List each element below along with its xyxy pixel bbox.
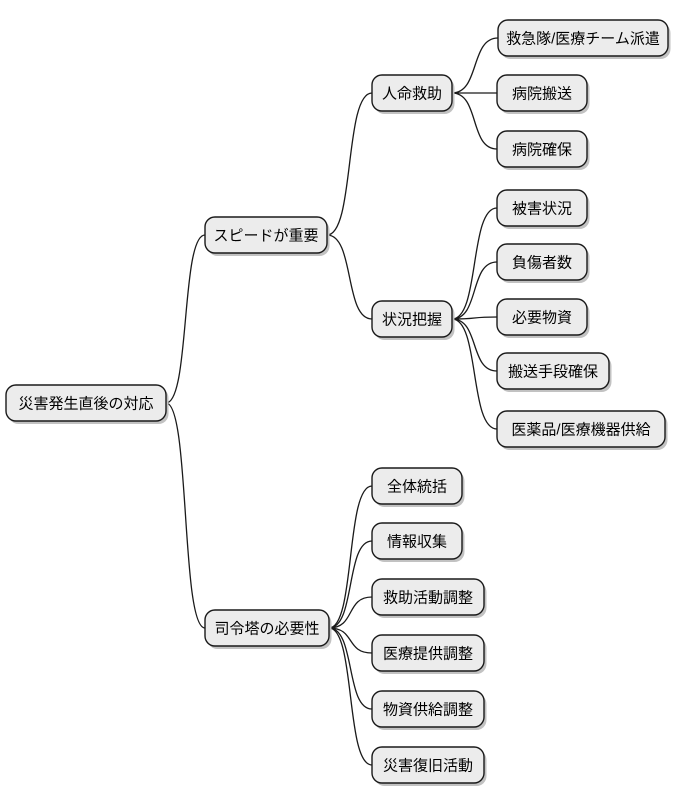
node-box-supply-coordination [371, 690, 485, 728]
node-box-medical-supply [496, 410, 666, 448]
node-label-hospital-securing: 病院確保 [512, 142, 572, 159]
node-info-gathering: 情報収集 [371, 522, 465, 562]
node-label-disaster-recovery: 災害復旧活動 [383, 758, 473, 775]
node-box-transport-means-secure [496, 352, 610, 390]
node-box-disaster-recovery [371, 746, 485, 784]
node-injured-count: 負傷者数 [496, 243, 590, 283]
node-label-hospital-transport: 病院搬送 [512, 86, 572, 103]
node-label-supply-coordination: 物資供給調整 [383, 702, 473, 719]
node-label-injured-count: 負傷者数 [512, 255, 572, 272]
node-box-rescue-coordination [371, 578, 485, 616]
edge-situation-grasp-to-injured-count [451, 261, 498, 320]
edge-situation-grasp-to-transport-means-secure [451, 318, 498, 372]
edge-speed-important-to-life-saving [326, 92, 373, 236]
node-hospital-securing: 病院確保 [496, 130, 590, 170]
node-label-root: 災害発生直後の対応 [18, 396, 153, 413]
node-box-damage-status [496, 189, 588, 227]
node-box-hospital-securing [496, 130, 588, 168]
node-label-damage-status: 被害状況 [512, 201, 572, 218]
node-box-root [5, 384, 167, 422]
edge-root-to-speed-important [165, 234, 206, 404]
node-label-speed-important: スピードが重要 [213, 228, 318, 245]
edge-speed-important-to-situation-grasp [326, 234, 373, 320]
node-medical-supply: 医薬品/医療機器供給 [496, 410, 668, 450]
node-speed-important: スピードが重要 [204, 216, 330, 256]
node-label-needed-supplies: 必要物資 [512, 310, 572, 327]
node-label-medical-supply: 医薬品/医療機器供給 [511, 422, 650, 439]
node-label-info-gathering: 情報収集 [387, 534, 447, 551]
node-damage-status: 被害状況 [496, 189, 590, 229]
edge-situation-grasp-to-medical-supply [451, 318, 498, 430]
node-transport-means-secure: 搬送手段確保 [496, 352, 612, 392]
edge-command-center-need-to-supply-coordination [328, 627, 373, 710]
node-box-injured-count [496, 243, 588, 281]
node-box-hospital-transport [496, 74, 588, 112]
edge-root-to-command-center-need [165, 402, 206, 629]
node-disaster-recovery: 災害復旧活動 [371, 746, 487, 786]
edge-command-center-need-to-rescue-coordination [328, 596, 373, 629]
node-label-transport-means-secure: 搬送手段確保 [508, 364, 598, 381]
node-label-situation-grasp: 状況把握 [382, 312, 442, 329]
node-box-life-saving [371, 74, 453, 112]
edge-life-saving-to-emergency-team-dispatch [451, 37, 499, 94]
node-rescue-coordination: 救助活動調整 [371, 578, 487, 618]
node-box-situation-grasp [371, 300, 453, 338]
node-box-medical-coordination [371, 634, 485, 672]
node-box-needed-supplies [496, 298, 588, 336]
node-emergency-team-dispatch: 救急隊/医療チーム派遣 [497, 19, 671, 59]
node-label-emergency-team-dispatch: 救急隊/医療チーム派遣 [506, 31, 660, 48]
node-situation-grasp: 状況把握 [371, 300, 455, 340]
node-needed-supplies: 必要物資 [496, 298, 590, 338]
node-hospital-transport: 病院搬送 [496, 74, 590, 114]
edge-command-center-need-to-info-gathering [328, 540, 373, 629]
node-box-emergency-team-dispatch [497, 19, 669, 57]
node-medical-coordination: 医療提供調整 [371, 634, 487, 674]
node-label-command-center-need: 司令塔の必要性 [214, 621, 319, 638]
node-label-medical-coordination: 医療提供調整 [383, 646, 473, 663]
node-box-speed-important [204, 216, 328, 254]
edge-command-center-need-to-overall-control [328, 485, 373, 629]
node-label-life-saving: 人命救助 [382, 86, 442, 103]
node-root: 災害発生直後の対応 [5, 384, 169, 424]
edge-situation-grasp-to-damage-status [451, 207, 498, 320]
node-box-overall-control [371, 467, 463, 505]
edge-command-center-need-to-disaster-recovery [328, 627, 373, 766]
node-life-saving: 人命救助 [371, 74, 455, 114]
edge-layer [165, 37, 499, 766]
edge-command-center-need-to-medical-coordination [328, 627, 373, 654]
edge-situation-grasp-to-needed-supplies [451, 316, 498, 320]
node-command-center-need: 司令塔の必要性 [204, 609, 332, 649]
node-label-overall-control: 全体統括 [387, 479, 447, 496]
node-box-command-center-need [204, 609, 330, 647]
node-supply-coordination: 物資供給調整 [371, 690, 487, 730]
node-label-rescue-coordination: 救助活動調整 [383, 590, 473, 607]
edge-life-saving-to-hospital-securing [451, 92, 498, 150]
node-box-info-gathering [371, 522, 463, 560]
node-overall-control: 全体統括 [371, 467, 465, 507]
